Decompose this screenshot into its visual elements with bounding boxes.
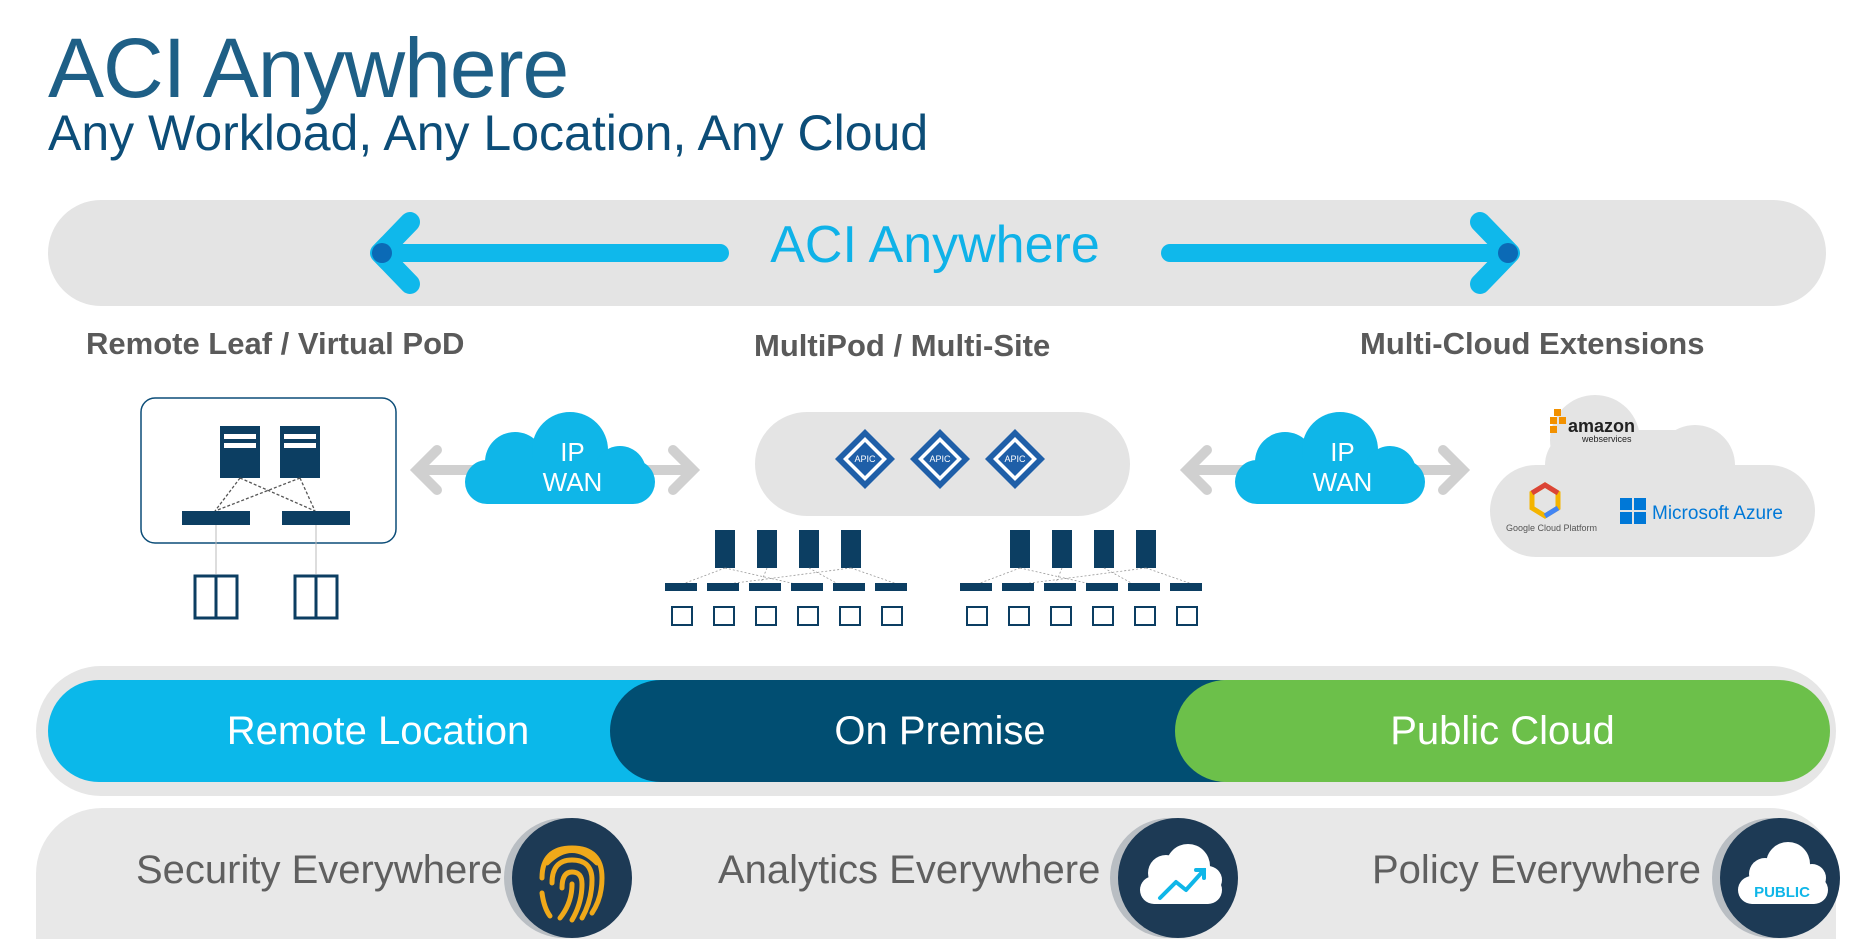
- apic-cluster: APIC APIC APIC: [755, 412, 1130, 516]
- google-cloud-logo: Google Cloud Platform: [1506, 482, 1597, 533]
- section-title-remote-leaf: Remote Leaf / Virtual PoD: [86, 326, 465, 361]
- public-cloud-providers: amazon webservices Google Cloud Platform…: [1490, 395, 1815, 557]
- ip-wan-link-right: [1179, 412, 1471, 504]
- banner-label: ACI Anywhere: [770, 216, 1100, 274]
- security-everywhere-label: Security Everywhere: [136, 848, 503, 892]
- public-badge-label: PUBLIC: [1754, 884, 1810, 901]
- apic-label: APIC: [929, 454, 951, 464]
- apic-icon: [910, 429, 970, 489]
- ip-wan-label-right: IP WAN: [1295, 437, 1390, 497]
- fingerprint-badge: [512, 818, 632, 938]
- everywhere-bar: [36, 808, 1836, 939]
- policy-everywhere-label: Policy Everywhere: [1372, 848, 1702, 892]
- cloud-icon: [465, 412, 655, 504]
- switch-icon: [282, 511, 350, 525]
- ip-label: IP: [560, 437, 585, 467]
- section-title-multi-cloud: Multi-Cloud Extensions: [1360, 326, 1705, 361]
- left-arrow-icon: [370, 212, 729, 294]
- on-premise-label: On Premise: [834, 708, 1046, 753]
- cloud-shape: [1490, 395, 1815, 557]
- aci-anywhere-banner: [48, 200, 1826, 306]
- remote-location-label: Remote Location: [226, 708, 530, 753]
- right-arrow-icon: [1161, 212, 1520, 294]
- fingerprint-icon: [539, 845, 605, 923]
- switch-icon: [182, 511, 250, 525]
- remote-location-segment: Remote Location: [48, 680, 708, 782]
- public-cloud-icon: PUBLIC: [1738, 842, 1828, 904]
- analytics-everywhere-label: Analytics Everywhere: [718, 848, 1101, 892]
- amazon-logo: amazon webservices: [1550, 409, 1635, 444]
- public-cloud-segment: Public Cloud: [1175, 680, 1830, 782]
- google-label: Google Cloud Platform: [1506, 523, 1597, 533]
- apic-label: APIC: [1004, 454, 1026, 464]
- amazon-sub-label: webservices: [1581, 434, 1632, 444]
- amazon-label: amazon: [1568, 416, 1635, 436]
- rack-icon: [293, 574, 339, 620]
- azure-label: Microsoft Azure: [1652, 503, 1783, 524]
- apic-icon: [835, 429, 895, 489]
- cloud-icon: [1235, 412, 1425, 504]
- analytics-cloud-icon: [1140, 844, 1222, 904]
- public-cloud-badge: PUBLIC: [1720, 818, 1840, 938]
- ip-wan-link-left: [409, 412, 701, 504]
- ip-label: IP: [1330, 437, 1355, 467]
- public-cloud-label: Public Cloud: [1390, 708, 1615, 753]
- microsoft-azure-logo: Microsoft Azure: [1620, 498, 1783, 524]
- pod-fabric-b: [960, 530, 1202, 626]
- page-subtitle: Any Workload, Any Location, Any Cloud: [48, 105, 929, 161]
- on-premise-segment: On Premise: [610, 680, 1270, 782]
- server-icon: [280, 426, 320, 478]
- remote-leaf-diagram: [140, 397, 397, 620]
- analytics-badge: [1118, 818, 1238, 938]
- page-title: ACI Anywhere: [48, 21, 569, 115]
- rack-icon: [193, 574, 239, 620]
- apic-icon: [985, 429, 1045, 489]
- pod-fabric-a: [665, 530, 907, 626]
- ip-wan-label-left: IP WAN: [525, 437, 620, 497]
- section-title-multipod: MultiPod / Multi-Site: [754, 328, 1051, 363]
- wan-label: WAN: [1312, 467, 1373, 497]
- wan-label: WAN: [542, 467, 603, 497]
- server-icon: [220, 426, 260, 478]
- apic-label: APIC: [854, 454, 876, 464]
